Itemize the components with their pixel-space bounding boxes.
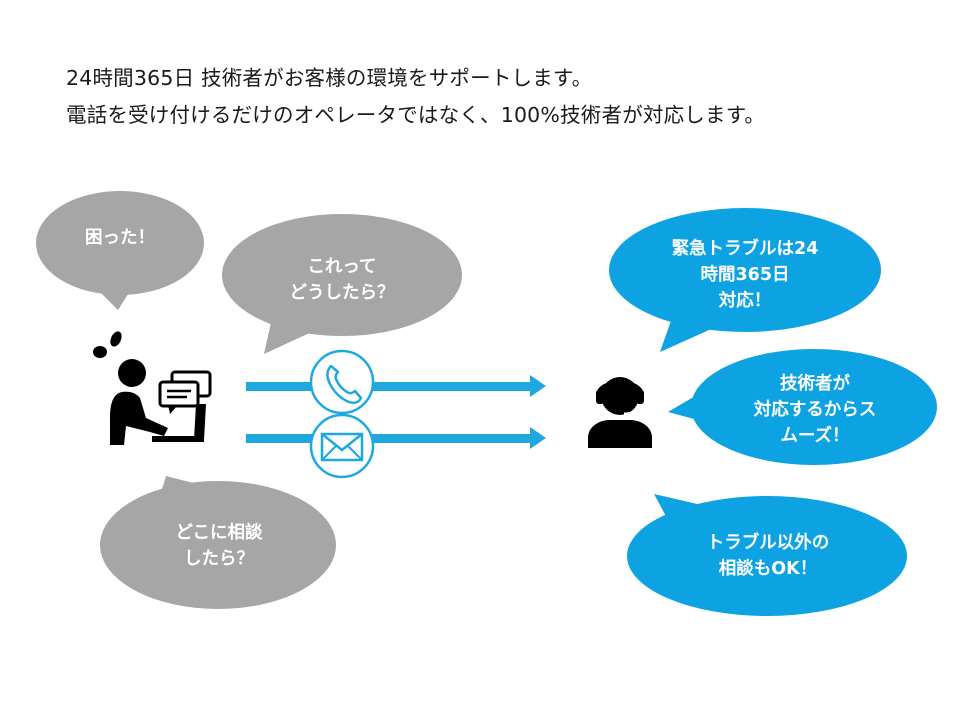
- bubble-koretted: [222, 214, 462, 354]
- bubble-igai: [627, 494, 907, 616]
- intro-line-1: 24時間365日 技術者がお客様の環境をサポートします。: [66, 66, 593, 90]
- bubble-gijutsusha: [668, 349, 937, 465]
- bubble-text-dokoni: どこに相談 したら？: [175, 523, 263, 569]
- mail-arrow: [246, 427, 546, 449]
- bubble-text-komatta: 困った！: [85, 228, 155, 248]
- headset-operator-icon: [588, 377, 652, 448]
- envelope-icon: [309, 413, 375, 479]
- worried-person-at-computer-icon: [93, 331, 212, 445]
- bubble-text-gijutsusha: 技術者が 対応するからス ムーズ！: [753, 374, 877, 446]
- phone-arrow: [246, 375, 546, 397]
- bubble-text-igai: トラブル以外の 相談もOK！: [706, 533, 830, 579]
- bubble-text-korette: これって どうしたら？: [289, 257, 395, 303]
- bubble-text-kinkyu: 緊急トラブルは24 時間365日 対応！: [671, 239, 819, 311]
- bubble-kinkyu: [609, 208, 881, 352]
- bubble-komatta: [36, 191, 204, 310]
- phone-icon: [309, 349, 375, 415]
- bubble-dokoni: [100, 476, 336, 609]
- intro-line-2: 電話を受け付けるだけのオペレータではなく、100%技術者が対応します。: [66, 103, 766, 127]
